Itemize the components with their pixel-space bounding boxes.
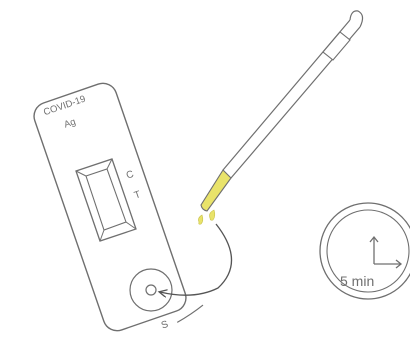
drop-icon [210,210,215,220]
timer-label: 5 min [340,273,374,289]
clock-icon: 5 min [320,203,410,299]
sample-well-inner [146,285,156,295]
sample-drops [198,210,214,224]
sample-well-mark: S [160,319,170,332]
test-cassette: COVID-19 Ag C T S [30,80,205,335]
drop-icon [198,215,202,224]
swab-icon [201,11,363,211]
swab-tip [201,170,231,211]
